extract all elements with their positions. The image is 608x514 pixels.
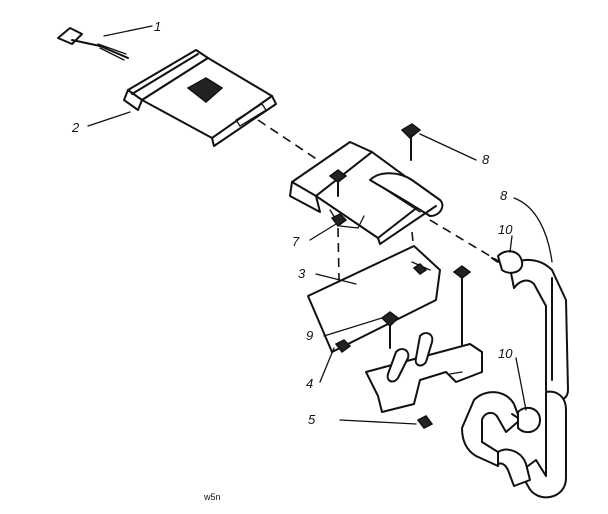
part-1-pin [57,27,129,61]
callout-4: 4 [306,376,313,391]
callout-7: 7 [292,234,300,249]
assembly-line-d [429,219,501,263]
part-7-clip [330,213,348,228]
part-2-handle [123,49,277,147]
callout-5: 5 [308,412,316,427]
lever-screw [328,169,348,197]
lever-housing [289,141,444,245]
assembly-line-a [257,119,319,161]
part-8-tube [461,259,569,499]
part-9-screw [380,311,400,349]
callout-8-tube: 8 [500,188,508,203]
bottom-bracket [365,332,483,413]
callout-9: 9 [306,328,313,343]
callout-10-top: 10 [498,222,513,237]
part-3-plate [307,245,441,353]
callout-10-bottom: 10 [498,346,513,361]
part-4-nut [334,339,352,354]
callout-2: 2 [71,120,80,135]
callout-1: 1 [154,19,161,34]
callout-3: 3 [298,266,306,281]
part-5-clip [416,415,434,429]
part-8-screw-top [400,123,422,161]
plate-screw [452,265,472,347]
part-10-clamp-bottom [511,406,541,434]
callout-8-top: 8 [482,152,490,167]
part-10-clamp-top [491,250,524,274]
footer-code: w5n [203,492,221,502]
leader-lines [87,25,553,425]
